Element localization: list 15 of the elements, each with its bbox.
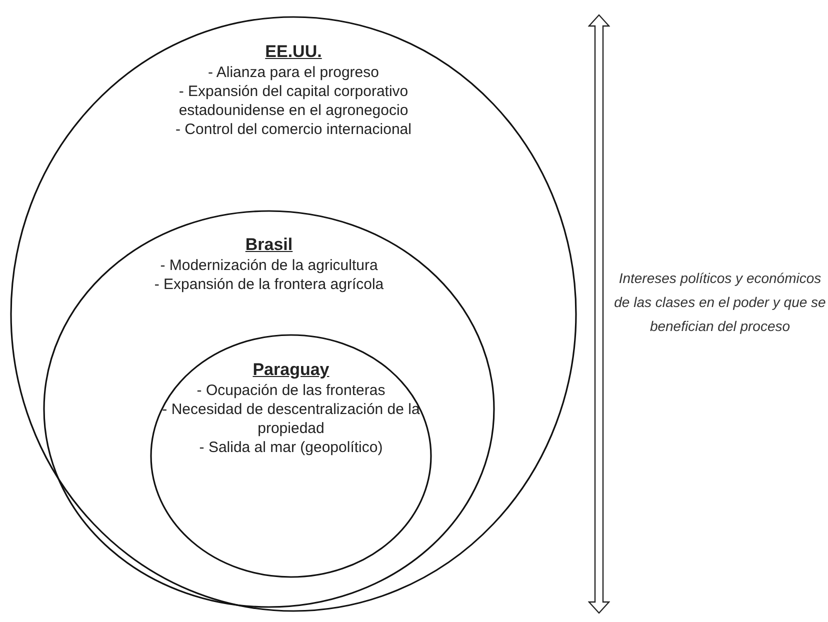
ellipse-region <box>10 16 577 612</box>
list-item: - Salida al mar (geopolítico) <box>198 438 384 457</box>
list-item: - Control del comercio internacional <box>174 120 412 139</box>
list-item: - Necesidad de descentralización de la propiedad <box>161 400 421 438</box>
heading: EE.UU. <box>265 41 322 63</box>
list-item: - Expansión del capital corporativo estadounidense en el agronegocio <box>178 82 410 120</box>
list-item: - Alianza para el progreso <box>207 63 380 82</box>
list-item: - Modernización de la agricultura <box>159 256 379 275</box>
heading: Brasil <box>245 234 293 256</box>
list-item: - Expansión de la frontera agrícola <box>153 275 385 294</box>
ellipse-region <box>43 210 495 608</box>
heading: Paraguay <box>252 359 330 381</box>
ellipse-region <box>150 334 432 578</box>
list-item: - Ocupación de las fronteras <box>196 381 386 400</box>
side-note: Intereses políticos y económicos de las clases en el poder y que se benefician del proceso <box>613 269 827 336</box>
